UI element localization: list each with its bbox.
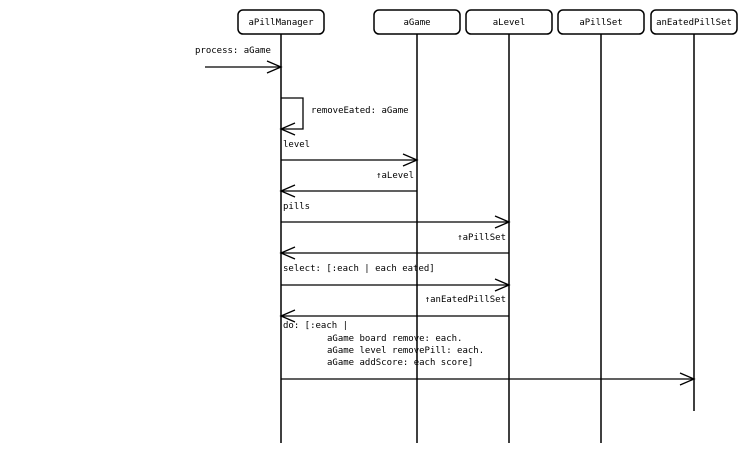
participant-label: aLevel xyxy=(493,18,526,28)
message-label: pills xyxy=(283,202,310,212)
arrowhead-icon xyxy=(279,122,296,136)
participant-agame: aGame xyxy=(373,9,461,35)
arrowhead-icon xyxy=(402,153,419,167)
message-label: ↑aPillSet xyxy=(457,233,506,243)
message-process: process: aGame xyxy=(195,46,283,74)
message-level: level xyxy=(281,140,419,167)
participant-label: aPillSet xyxy=(579,18,622,28)
message-return-apillset: ↑aPillSet xyxy=(279,233,509,260)
participant-apillset: aPillSet xyxy=(557,9,645,35)
message-label: select: [:each | each eated] xyxy=(283,264,435,274)
message-pills: pills xyxy=(281,202,511,229)
message-label-line: aGame addScore: each score] xyxy=(327,358,473,368)
arrowhead-icon xyxy=(679,372,696,386)
message-label-line: do: [:each | xyxy=(283,321,348,331)
arrowhead-icon xyxy=(279,246,296,260)
message-select: select: [:each | each eated] xyxy=(281,264,511,292)
participant-label: aPillManager xyxy=(248,18,314,28)
message-label-line: aGame board remove: each. xyxy=(327,334,462,344)
message-label-line: aGame level removePill: each. xyxy=(327,346,484,356)
message-do: do: [:each | aGame board remove: each. a… xyxy=(281,321,696,386)
arrowhead-icon xyxy=(266,60,283,74)
arrowhead-icon xyxy=(494,215,511,229)
message-label: level xyxy=(283,140,310,150)
message-label: removeEated: aGame xyxy=(311,106,409,116)
arrowhead-icon xyxy=(279,309,296,323)
message-label: ↑aLevel xyxy=(376,171,414,181)
arrowhead-icon xyxy=(494,278,511,292)
message-return-alevel: ↑aLevel xyxy=(279,171,417,198)
message-remove-eated: removeEated: aGame xyxy=(279,97,409,136)
arrowhead-icon xyxy=(279,184,296,198)
participant-apillmanager: aPillManager xyxy=(237,9,325,35)
participant-aneatedpillset: anEatedPillSet xyxy=(650,9,738,35)
participant-alevel: aLevel xyxy=(465,9,553,35)
message-label: process: aGame xyxy=(195,46,271,56)
participant-label: aGame xyxy=(403,18,430,28)
message-label: ↑anEatedPillSet xyxy=(425,295,506,305)
message-return-aneatedpillset: ↑anEatedPillSet xyxy=(279,295,509,323)
participant-label: anEatedPillSet xyxy=(656,18,732,28)
